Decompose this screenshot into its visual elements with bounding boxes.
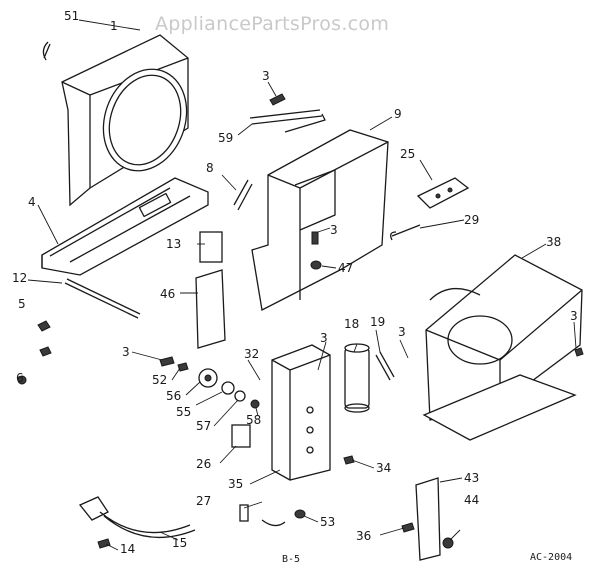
callout-46: 46 [160, 287, 176, 301]
callout-25: 25 [400, 147, 416, 161]
part-58-washer [250, 399, 260, 409]
part-27-connector [239, 504, 249, 522]
callout-57: 57 [196, 419, 212, 433]
part-51-clip [42, 41, 51, 61]
callout-29: 29 [464, 213, 480, 227]
callout-47: 47 [338, 261, 354, 275]
callout-3: 3 [122, 345, 130, 359]
part-12-rod [64, 278, 141, 319]
part-8-seal [233, 179, 253, 211]
part-43-bracket [415, 477, 441, 561]
page-ref: B-5 [282, 554, 301, 565]
callout-3: 3 [320, 331, 328, 345]
leader-lines [27, 19, 577, 551]
callout-59: 59 [218, 131, 234, 145]
part-38-scroll [422, 254, 583, 441]
part-36-screw [401, 522, 415, 533]
part-59-bracket [249, 109, 326, 133]
part-14-screw [97, 538, 111, 549]
part-1-front-panel [61, 34, 189, 207]
part-47-nut [310, 260, 322, 270]
callout-15: 15 [172, 536, 188, 550]
part-26-switch [231, 424, 251, 448]
part-9-partition [251, 129, 389, 311]
part-55-shaft [221, 381, 235, 395]
callout-43: 43 [464, 471, 480, 485]
callout-26: 26 [196, 457, 212, 471]
watermark-text: AppliancePartsPros.com [155, 13, 390, 35]
part-29-clip [390, 224, 421, 241]
callout-53: 53 [320, 515, 336, 529]
part-44-clip [442, 537, 454, 549]
callout-19: 19 [370, 315, 386, 329]
callout-18: 18 [344, 317, 360, 331]
part-34-screw [343, 455, 355, 465]
drawing-id: AC-2004 [530, 552, 573, 563]
part-25-bracket [416, 177, 470, 209]
part-57-spacer [234, 390, 246, 402]
part-4-base-pan [41, 177, 209, 276]
callout-27: 27 [196, 494, 212, 508]
callout-13: 13 [166, 237, 182, 251]
callout-9: 9 [394, 107, 402, 121]
left-fasteners [17, 320, 52, 385]
callout-32: 32 [244, 347, 260, 361]
callout-3: 3 [262, 69, 270, 83]
part-15-cord [78, 496, 196, 539]
callout-51: 51 [64, 9, 80, 23]
callout-55: 55 [176, 405, 192, 419]
callout-56: 56 [166, 389, 182, 403]
callout-1: 1 [110, 19, 118, 33]
callout-5: 5 [18, 297, 26, 311]
callout-44: 44 [464, 493, 480, 507]
part-53-nut [294, 509, 306, 519]
part-3-screw-low [177, 362, 189, 372]
callout-58: 58 [246, 413, 262, 427]
callout-3: 3 [398, 325, 406, 339]
part-3-screw-mid [311, 231, 319, 245]
part-13-plate [199, 231, 223, 263]
callout-6: 6 [16, 371, 24, 385]
callout-14: 14 [120, 542, 136, 556]
callout-36: 36 [356, 529, 372, 543]
callout-52: 52 [152, 373, 168, 387]
part-3-screw-top [269, 93, 286, 106]
callout-12: 12 [12, 271, 28, 285]
callout-3: 3 [570, 309, 578, 323]
callout-4: 4 [28, 195, 36, 209]
callout-34: 34 [376, 461, 392, 475]
callout-8: 8 [206, 161, 214, 175]
callout-38: 38 [546, 235, 562, 249]
part-35-control-bracket [271, 344, 331, 481]
part-52-screw [159, 356, 175, 367]
part-19-strap [375, 351, 395, 381]
part-18-capacitor [344, 343, 370, 413]
callout-35: 35 [228, 477, 244, 491]
part-46-panel [195, 269, 226, 349]
callout-3: 3 [330, 223, 338, 237]
